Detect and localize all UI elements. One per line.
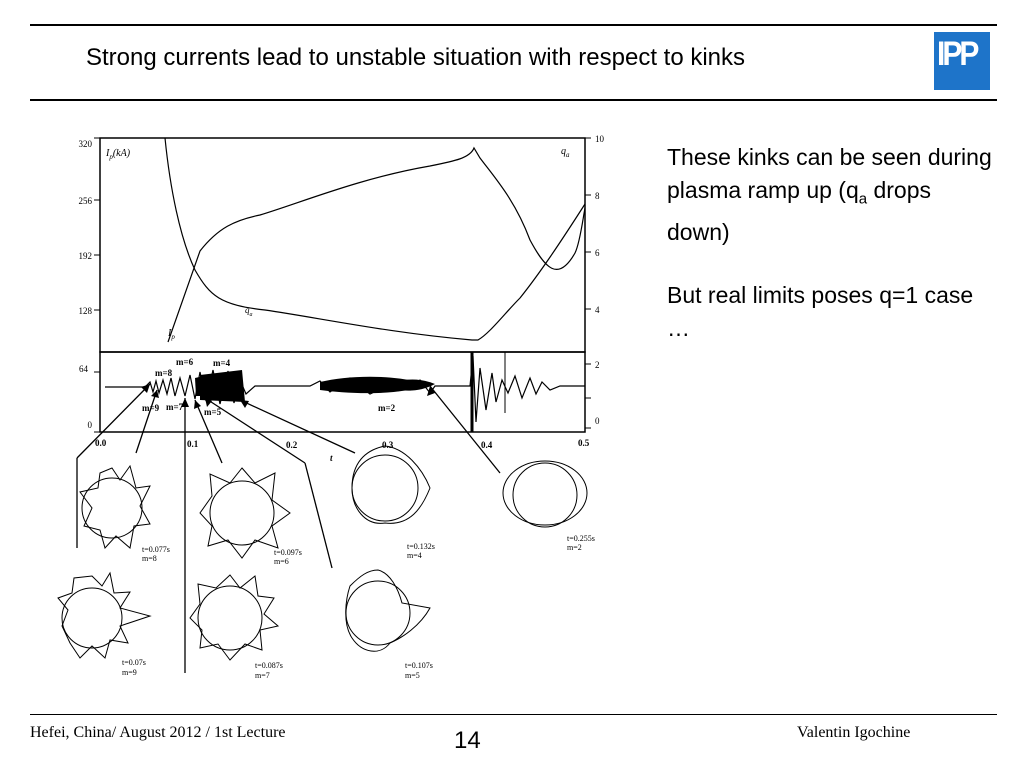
right-tick: 2 — [595, 360, 600, 370]
pointer-arrowheads — [141, 384, 435, 409]
left-tick: 256 — [79, 196, 93, 206]
svg-text:Ip: Ip — [167, 328, 175, 341]
ip-curve-sub: p — [170, 333, 175, 341]
kinks-paragraph: These kinks can be seen during plasma ra… — [667, 141, 997, 249]
t-tick: 0.3 — [382, 440, 394, 450]
time-axis-ticks: 0.0 0.1 0.2 0.3 0.4 0.5 t — [95, 438, 590, 463]
mode-label-m8: m=8 — [155, 368, 173, 378]
ip-label: I — [105, 148, 110, 159]
ip-unit: (kA) — [113, 148, 131, 159]
mode-polar-plots — [57, 445, 588, 661]
snapshot-mode: m=7 — [255, 671, 270, 680]
right-tick: 10 — [595, 134, 605, 144]
page-number: 14 — [454, 727, 481, 754]
left-tick: 0 — [88, 420, 93, 430]
snapshot-time: t=0.087s — [255, 661, 283, 670]
kinks-text-a: These kinks can be seen during plasma ra… — [667, 144, 992, 203]
pointer-lines — [76, 383, 501, 673]
svg-text:qa: qa — [245, 305, 253, 318]
qa-curve-label: q — [245, 305, 250, 315]
snapshot-labels: t=0.077s m=8 t=0.097s m=6 t=0.132s m=4 t… — [122, 534, 595, 680]
kinks-text-b: drops down) — [667, 177, 932, 245]
snapshot-mode: m=5 — [405, 671, 420, 680]
t-tick: 0.5 — [578, 438, 590, 448]
snapshot-time: t=0.107s — [405, 661, 433, 670]
slide-title: Strong currents lead to unstable situati… — [86, 44, 746, 71]
ip-curve-label: I — [167, 328, 172, 339]
qa-subscript: a — [858, 190, 868, 208]
right-tick: 8 — [595, 191, 600, 201]
mode-label-m4: m=4 — [213, 358, 231, 368]
svg-text:qa: qa — [561, 146, 570, 159]
snapshot-mode: m=2 — [567, 543, 582, 552]
limits-paragraph: But real limits poses q=1 case … — [667, 282, 974, 341]
footer-left: Hefei, China/ August 2012 / 1st Lecture — [30, 724, 286, 741]
left-tick: 128 — [79, 306, 93, 316]
qa-sub: a — [566, 151, 570, 159]
snapshot-mode: m=6 — [274, 557, 289, 566]
snapshot-mode: m=4 — [407, 551, 422, 560]
t-axis-label: t — [330, 453, 333, 463]
svg-text:Ip(kA): Ip(kA) — [105, 148, 131, 161]
left-tick: 320 — [79, 139, 93, 149]
right-tick: 4 — [595, 305, 600, 315]
qa-label: q — [561, 146, 566, 157]
title-rule — [30, 99, 997, 101]
right-axis-ticks: 10 8 6 4 2 0 — [595, 134, 605, 426]
snapshot-time: t=0.255s — [567, 534, 595, 543]
qa-curve — [164, 137, 586, 341]
snapshot-mode: m=9 — [122, 668, 137, 677]
snapshot-time: t=0.07s — [122, 658, 146, 667]
t-tick: 0.4 — [481, 440, 493, 450]
t-tick: 0.1 — [187, 439, 199, 449]
left-axis-ticks: 320 256 192 128 64 0 — [79, 139, 93, 430]
mode-label-m5: m=5 — [204, 407, 222, 417]
ipp-logo: IPP — [934, 32, 990, 90]
left-tick: 192 — [79, 251, 93, 261]
snapshot-time: t=0.097s — [274, 548, 302, 557]
footer-right: Valentin Igochine — [797, 724, 911, 741]
logo-text: IPP — [937, 35, 979, 73]
left-tick: 64 — [79, 364, 89, 374]
mode-label-m7: m=7 — [166, 402, 184, 412]
kink-mode-figure: Ip(kA) qa Ip qa m=8 m=6 m=4 m=9 m=7 m=5 … — [57, 134, 605, 680]
t-tick: 0.2 — [286, 440, 298, 450]
qa-curve-sub: a — [250, 312, 253, 318]
top-rule — [30, 24, 997, 26]
snapshot-time: t=0.132s — [407, 542, 435, 551]
snapshot-mode: m=8 — [142, 554, 157, 563]
upper-plot: Ip(kA) qa Ip qa — [94, 137, 591, 353]
footer-rule — [30, 714, 997, 715]
lower-plot: m=8 m=6 m=4 m=9 m=7 m=5 m=2 — [94, 351, 591, 433]
mode-label-m6: m=6 — [176, 357, 194, 367]
ip-sub: p — [108, 153, 113, 161]
t-tick: 0.0 — [95, 438, 107, 448]
snapshot-time: t=0.077s — [142, 545, 170, 554]
ip-curve — [167, 146, 586, 343]
right-tick: 0 — [595, 416, 600, 426]
mode-label-m2: m=2 — [378, 403, 396, 413]
right-tick: 6 — [595, 248, 600, 258]
